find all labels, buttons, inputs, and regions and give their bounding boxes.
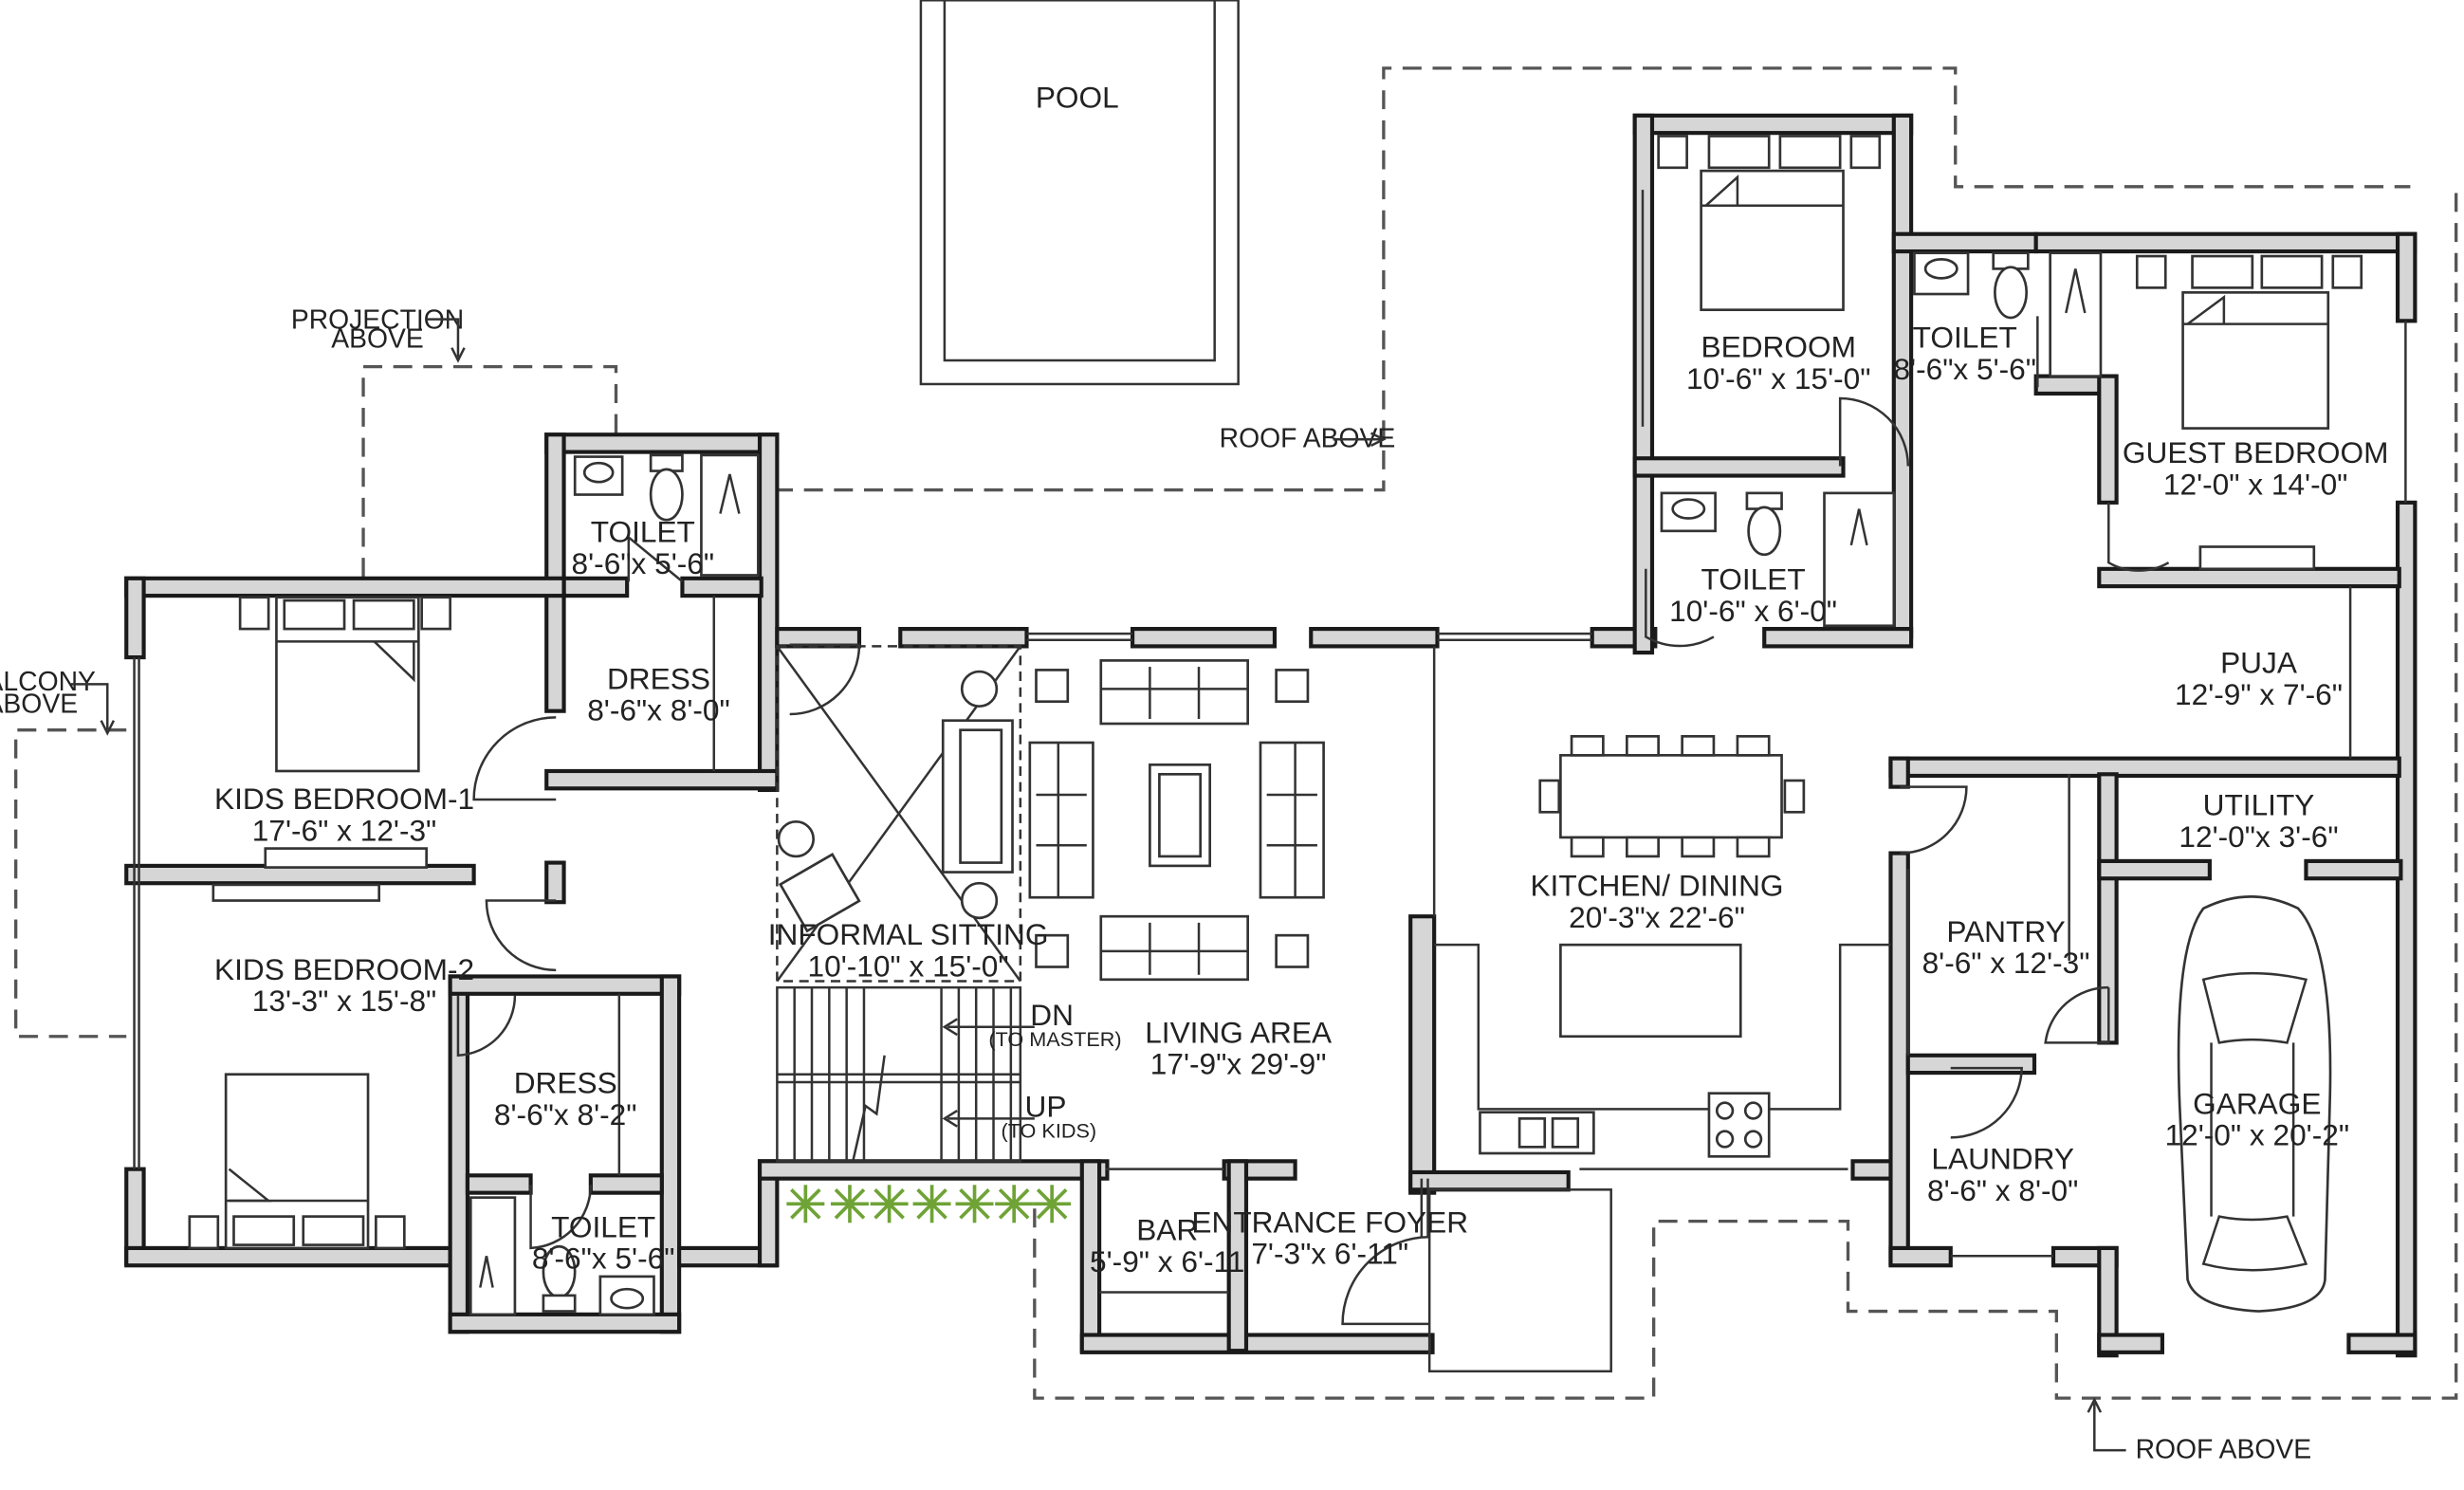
kitchen-dining-name: KITCHEN/ DINING — [1530, 869, 1783, 903]
living-area-name: LIVING AREA — [1145, 1015, 1333, 1049]
toilet-upper-left-size: 8'-6"x 5'-6" — [572, 546, 715, 580]
utility-name: UTILITY — [2203, 788, 2315, 822]
doors — [456, 316, 2170, 1326]
guest-bedroom-name: GUEST BEDROOM — [2123, 435, 2389, 469]
toilet-lower-left-name: TOILET — [551, 1209, 655, 1243]
pool: POOL — [919, 0, 1240, 386]
puja-name: PUJA — [2220, 646, 2298, 680]
dress-1-name: DRESS — [607, 661, 710, 695]
puja-size: 12'-9" x 7'-6" — [2175, 677, 2343, 711]
living-area-size: 17'-9"x 29'-9" — [1150, 1047, 1327, 1081]
dress-2-size: 8'-6"x 8'-2" — [494, 1097, 637, 1131]
bedroom-name: BEDROOM — [1701, 330, 1856, 364]
stair-up-label: UP — [1025, 1090, 1067, 1124]
entrance-foyer-name: ENTRANCE FOYER — [1191, 1205, 1468, 1239]
kids-bedroom-1-name: KIDS BEDROOM-1 — [214, 782, 474, 816]
dress-2-name: DRESS — [514, 1066, 617, 1100]
toilet-upper-left-name: TOILET — [591, 514, 695, 548]
toilet-master-size: 10'-6" x 6'-0" — [1669, 594, 1837, 628]
laundry-name: LAUNDRY — [1931, 1142, 2074, 1176]
roof-outline-bottom — [1033, 190, 2458, 1400]
balcony-note-line2: ABOVE — [0, 688, 78, 718]
bedroom-size: 10'-6" x 15'-0" — [1686, 361, 1871, 395]
entrance-foyer-size: 7'-3"x 6'-11" — [1251, 1237, 1408, 1271]
stair-dn-label: DN — [1030, 998, 1074, 1032]
bar-name: BAR — [1136, 1213, 1198, 1247]
garage-size: 12'-0" x 20'-2" — [2165, 1118, 2350, 1152]
informal-sitting-size: 10'-10" x 15'-0" — [808, 948, 1009, 983]
staircase — [776, 985, 1035, 1163]
informal-sitting-name: INFORMAL SITTING — [768, 917, 1049, 951]
balcony-outline — [13, 728, 127, 1039]
garage-name: GARAGE — [2193, 1086, 2321, 1120]
glazing — [133, 190, 2407, 1170]
room-labels: BEDROOM 10'-6" x 15'-0" TOILET 8'-6"x 5'… — [214, 321, 2388, 1278]
dress-1-size: 8'-6"x 8'-0" — [587, 693, 730, 727]
plants — [786, 1185, 1072, 1223]
bar-size: 5'-9" x 6'-11 — [1090, 1244, 1244, 1278]
stair-dn-note: (TO MASTER) — [988, 1027, 1121, 1051]
kitchen-dining-size: 20'-3"x 22'-6" — [1569, 900, 1745, 934]
walls — [124, 113, 2418, 1358]
toilet-lower-left-size: 8'-6"x 5'-6" — [532, 1242, 675, 1276]
pool-label: POOL — [1036, 81, 1119, 115]
toilet-bed-name: TOILET — [1913, 321, 2017, 355]
guest-bedroom-size: 12'-0" x 14'-0" — [2163, 468, 2348, 502]
balcony-note-line1: BALCONY — [0, 666, 96, 696]
pantry-size: 8'-6" x 12'-3" — [1922, 946, 2090, 980]
laundry-size: 8'-6" x 8'-0" — [1927, 1173, 2078, 1207]
kids-bedroom-2-size: 13'-3" x 15'-8" — [252, 984, 437, 1018]
toilet-master-name: TOILET — [1701, 561, 1806, 596]
furniture — [188, 135, 2363, 1373]
projection-note-line2: ABOVE — [331, 323, 424, 354]
kids-bedroom-1-size: 17'-6" x 12'-3" — [252, 813, 437, 847]
annotations: PROJECTION ABOVE BALCONY ABOVE ROOF ABOV… — [0, 304, 2311, 1464]
utility-size: 12'-0"x 3'-6" — [2179, 819, 2338, 854]
car — [2177, 895, 2332, 1313]
stair-up-note: (TO KIDS) — [1002, 1118, 1097, 1142]
pantry-name: PANTRY — [1946, 914, 2065, 948]
stair-labels: DN (TO MASTER) UP (TO KIDS) — [988, 998, 1121, 1142]
roof-above-bottom-note: ROOF ABOVE — [2136, 1433, 2312, 1463]
toilet-bed-size: 8'-6"x 5'-6" — [1893, 352, 2036, 386]
projection-outline — [361, 364, 618, 578]
kids-bedroom-2-name: KIDS BEDROOM-2 — [214, 952, 474, 986]
roof-above-top-note: ROOF ABOVE — [1220, 423, 1396, 453]
dashed-outlines — [13, 66, 2458, 1400]
dining-chairs — [1538, 735, 1806, 858]
